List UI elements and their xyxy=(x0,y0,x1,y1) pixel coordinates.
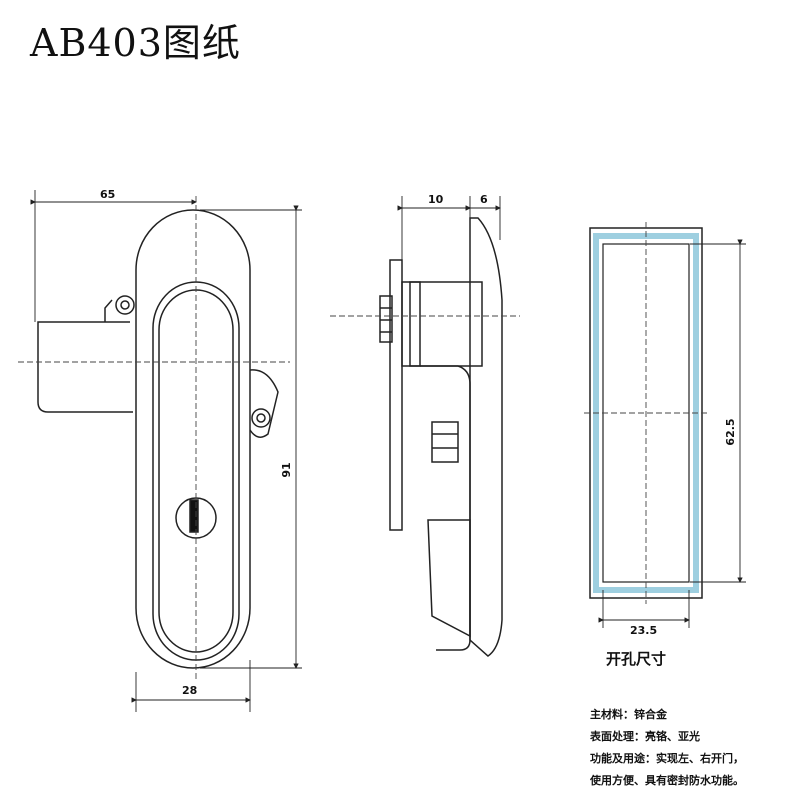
spec-notes: 主材料：锌合金 表面处理：亮铬、亚光 功能及用途：实现左、右开门， 使用方便、具… xyxy=(590,704,744,792)
spec-line: 表面处理：亮铬、亚光 xyxy=(590,730,700,743)
front-centerlines xyxy=(18,196,290,680)
screw-hole-top xyxy=(115,295,135,315)
cutout-caption: 开孔尺寸 xyxy=(606,650,667,668)
dim-cutout-width: 23.5 xyxy=(630,624,657,637)
fixing-nut xyxy=(431,421,459,463)
front-dimensions xyxy=(30,190,302,712)
spec-line: 使用方便、具有密封防水功能。 xyxy=(590,774,744,787)
dim-front-height: 91 xyxy=(280,462,293,477)
cam-nut xyxy=(379,295,393,343)
side-dimensions xyxy=(397,196,501,282)
front-view xyxy=(37,209,279,669)
dim-front-width: 65 xyxy=(100,188,115,201)
mounting-plate xyxy=(37,321,133,413)
screw-hole-bottom xyxy=(251,408,271,428)
panel-section xyxy=(389,259,403,531)
handle-body-outer xyxy=(135,209,251,669)
side-view xyxy=(379,217,503,657)
drawing-title: AB403图纸 xyxy=(30,21,241,65)
spec-line: 主材料：锌合金 xyxy=(590,708,667,721)
dim-side-b: 6 xyxy=(480,193,488,206)
dim-side-a: 10 xyxy=(428,193,444,206)
spec-line: 功能及用途：实现左、右开门， xyxy=(590,752,744,765)
latch-arm xyxy=(427,519,471,638)
cutout-dimensions xyxy=(598,239,746,628)
handle-profile xyxy=(469,217,503,657)
cutout-centerlines xyxy=(584,222,708,604)
dim-front-bottom: 28 xyxy=(182,684,197,697)
key-slot xyxy=(189,499,199,533)
dim-cutout-height: 62.5 xyxy=(724,418,737,445)
right-lug xyxy=(249,369,279,438)
